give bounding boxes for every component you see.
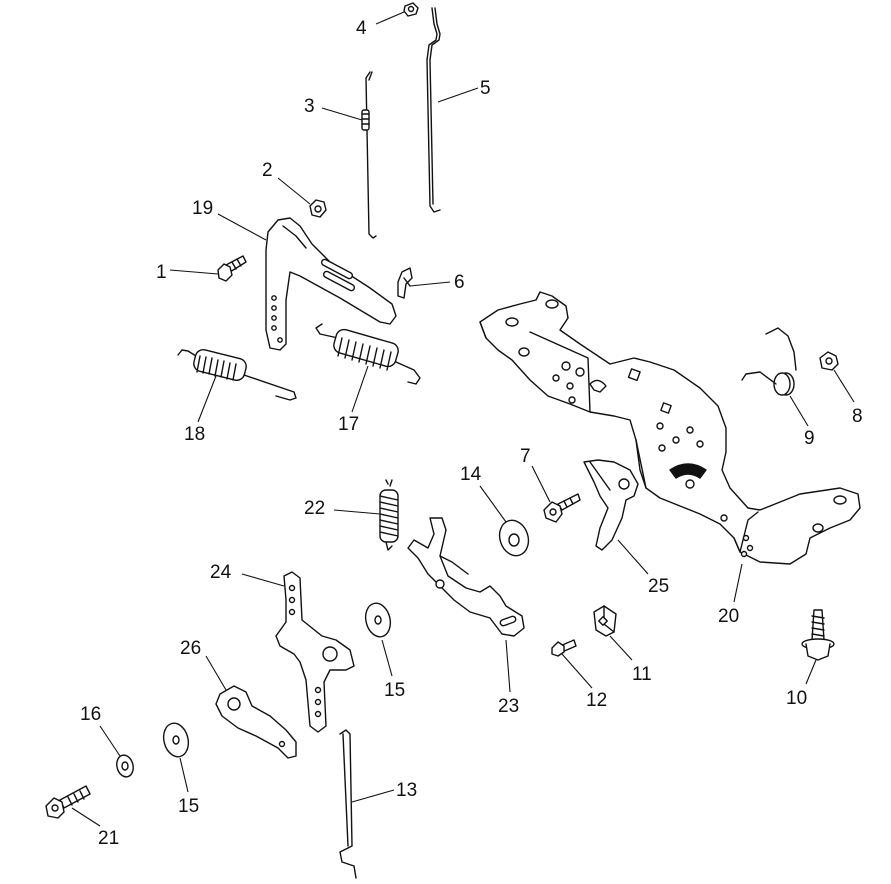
part-14-washer	[498, 519, 530, 557]
callout-6: 6	[454, 272, 465, 293]
callout-8: 8	[852, 406, 863, 427]
callout-21: 21	[98, 828, 119, 849]
part-11-clip	[593, 605, 617, 637]
part-19-lever	[265, 217, 397, 351]
leader-17	[351, 365, 369, 413]
part-23-governor-lever	[407, 517, 525, 637]
part-18-spring	[177, 349, 297, 401]
leader-6	[409, 281, 451, 287]
part-1-bolt	[217, 255, 247, 282]
part-24-lever-bracket	[275, 571, 355, 733]
callout-22: 22	[304, 498, 325, 519]
part-15-washer-upper	[364, 602, 392, 638]
part-6-clip	[397, 267, 413, 299]
callout-25: 25	[648, 576, 669, 597]
part-10-flange-bolt	[801, 609, 835, 661]
part-3-rod-spring	[361, 71, 377, 239]
callout-26: 26	[180, 638, 201, 659]
leader-5	[437, 87, 479, 103]
part-22-spring	[379, 479, 399, 551]
leader-20	[733, 563, 743, 603]
callout-15-lower: 15	[178, 796, 199, 817]
part-16-washer	[116, 754, 134, 778]
callout-3: 3	[304, 96, 315, 117]
leader-11	[609, 635, 633, 661]
callout-4: 4	[356, 18, 367, 39]
callout-20: 20	[718, 606, 739, 627]
callout-24: 24	[210, 562, 232, 583]
leader-15-lower	[179, 757, 189, 793]
leader-10	[805, 659, 817, 685]
callout-labels: 1 2 3 4 5 6 7 8 9 10 11 12 13 14 15 15 1…	[80, 18, 863, 849]
part-12-screw	[551, 639, 577, 657]
part-4-nut	[403, 2, 419, 17]
leader-8	[833, 369, 855, 403]
leader-7	[531, 465, 551, 503]
part-15-washer-lower	[162, 722, 190, 758]
callout-16: 16	[80, 704, 101, 725]
leader-24	[241, 573, 285, 587]
leader-15-upper	[381, 639, 393, 677]
callout-11: 11	[632, 664, 652, 685]
leader-2	[277, 177, 311, 205]
leader-9	[789, 395, 809, 427]
leader-26	[205, 655, 227, 691]
part-2-nut	[309, 199, 327, 218]
leader-25	[617, 539, 649, 575]
part-5-rod	[426, 7, 441, 213]
callout-2: 2	[262, 160, 273, 181]
callout-15-upper: 15	[384, 680, 405, 701]
leader-lines	[71, 11, 855, 827]
callout-12: 12	[586, 690, 607, 711]
part-20-main-bracket	[479, 291, 861, 565]
leader-22	[333, 509, 381, 515]
part-25-lever-plate	[583, 459, 639, 551]
part-13-bent-rod	[339, 729, 357, 879]
part-21-bolt	[45, 785, 91, 819]
callout-17: 17	[338, 414, 359, 435]
leader-23	[505, 639, 511, 693]
callout-13: 13	[396, 780, 417, 801]
leader-3	[321, 107, 363, 121]
leader-1	[169, 269, 219, 275]
callout-18: 18	[184, 424, 205, 445]
callout-19: 19	[192, 198, 213, 219]
part-17-spring	[315, 323, 421, 385]
leader-16	[99, 725, 121, 757]
callout-7: 7	[520, 446, 531, 467]
leader-4	[375, 11, 405, 25]
callout-5: 5	[480, 78, 491, 99]
part-26-plate	[215, 685, 297, 759]
callout-23: 23	[498, 696, 519, 717]
leader-21	[71, 807, 101, 827]
part-9-torsion-spring	[741, 327, 797, 396]
callout-14: 14	[460, 464, 482, 485]
leader-13	[351, 789, 395, 803]
leader-18	[197, 375, 217, 423]
callout-1: 1	[156, 262, 167, 283]
leader-12	[561, 653, 593, 689]
callout-10: 10	[786, 688, 807, 709]
callout-9: 9	[804, 428, 815, 449]
part-7-bolt	[543, 493, 581, 523]
part-8-nut	[819, 351, 839, 371]
leader-14	[479, 485, 507, 523]
leader-19	[217, 213, 267, 241]
